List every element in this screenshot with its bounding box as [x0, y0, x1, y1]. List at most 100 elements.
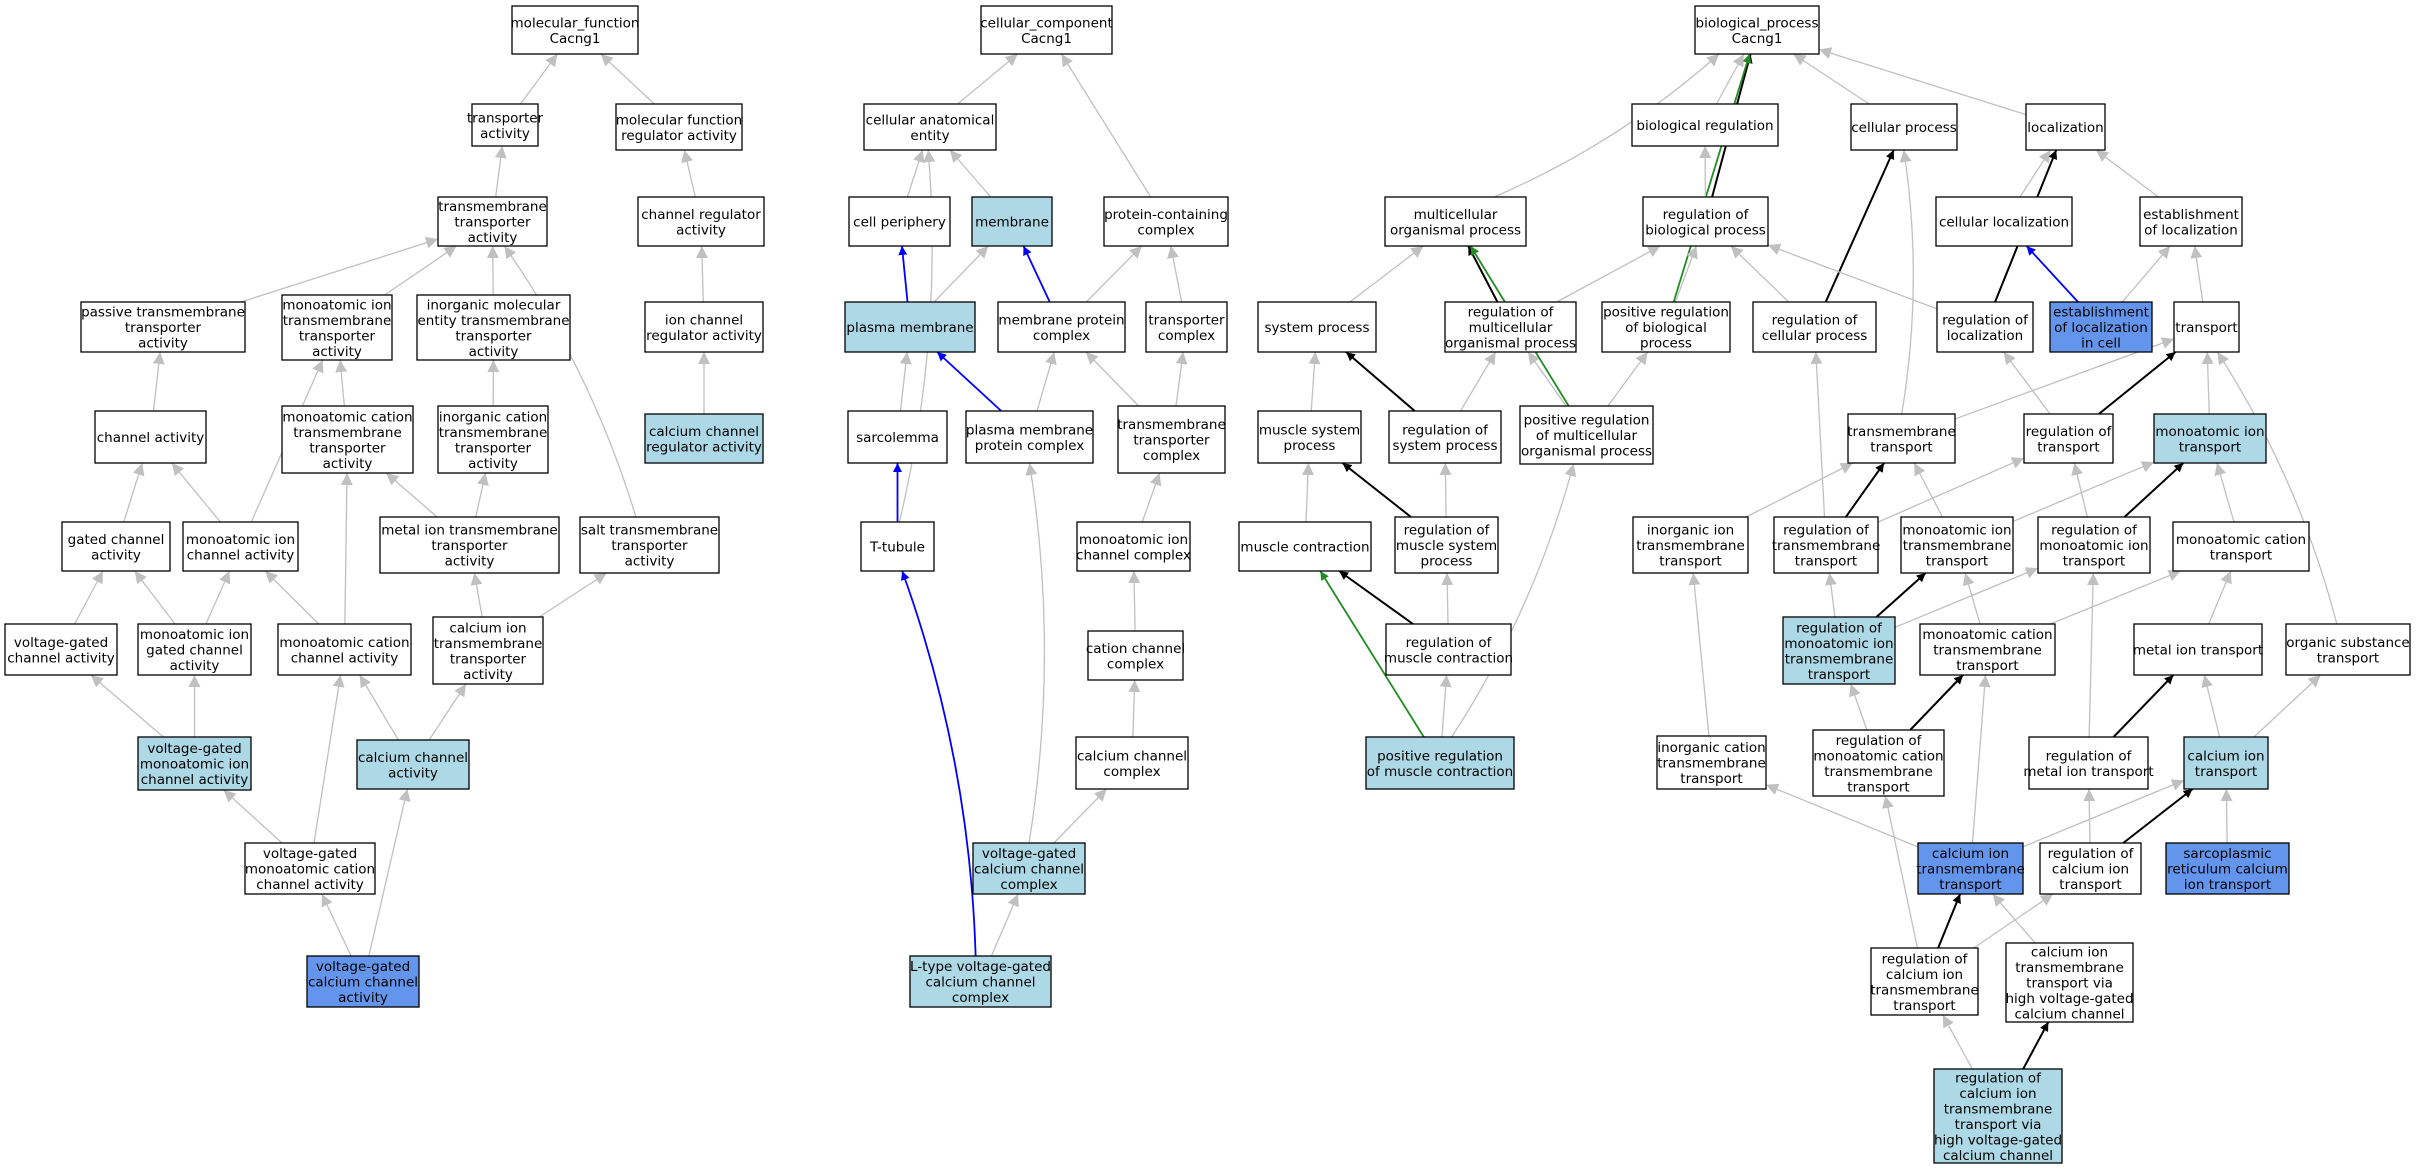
node-label-line: transporter	[1148, 312, 1225, 328]
node-metal-ion-tm-transporter[interactable]: metal ion transmembranetransporteractivi…	[379, 516, 560, 574]
node-channel-activity[interactable]: channel activity	[94, 410, 207, 464]
node-sarcolemma[interactable]: sarcolemma	[847, 410, 948, 464]
node-label-line: entity transmembrane	[417, 313, 569, 329]
node-box	[2285, 623, 2411, 676]
node-label-line: transport	[2179, 439, 2241, 455]
edge-regulation_of_multicellular_organismal_process-to-multicellular_organismal_process	[1467, 245, 1499, 303]
node-label-line: transmembrane	[438, 199, 547, 215]
node-system-process[interactable]: system process	[1257, 301, 1377, 353]
node-label-line: localization	[1947, 328, 2023, 344]
edge-monoatomic_ion_channel_activity-to-channel_activity	[171, 462, 221, 523]
node-transport[interactable]: transport	[2173, 301, 2240, 353]
node-cellular-process[interactable]: cellular process	[1850, 103, 1958, 151]
edge-establishment_of_localization_in_cell-to-cellular_localization	[2025, 245, 2079, 303]
node-plasma-membrane[interactable]: plasma membrane	[844, 301, 976, 353]
node-membrane[interactable]: membrane	[971, 196, 1053, 247]
node-label-line: transporter	[455, 440, 532, 456]
node-calcium-ion-tm-transporter-activity[interactable]: calcium iontransmembranetransporteractiv…	[432, 616, 544, 685]
node-monoatomic-ion-tm-transporter[interactable]: monoatomic iontransmembranetransporterac…	[281, 294, 393, 361]
node-biological-regulation[interactable]: biological regulation	[1631, 103, 1779, 147]
edge-system_process-to-multicellular_organismal_process	[1349, 245, 1424, 303]
node-localization[interactable]: localization	[2025, 103, 2106, 151]
node-metal-ion-transport[interactable]: metal ion transport	[2133, 623, 2263, 676]
node-monoatomic-cation-tm-transporter[interactable]: monoatomic cationtransmembranetransporte…	[281, 405, 414, 474]
node-t-tubule[interactable]: T-tubule	[860, 521, 935, 572]
node-cell-periphery[interactable]: cell periphery	[848, 196, 951, 247]
node-cellular-localization[interactable]: cellular localization	[1935, 196, 2073, 247]
edge-establishment_of_localization-to-localization	[2095, 149, 2159, 198]
node-label-line: localization	[2027, 120, 2103, 136]
node-label-line: regulation of	[1468, 305, 1555, 321]
node-muscle-contraction[interactable]: muscle contraction	[1238, 521, 1372, 572]
node-inorganic-cation-tm-transporter[interactable]: inorganic cationtransmembranetransporter…	[437, 405, 549, 474]
